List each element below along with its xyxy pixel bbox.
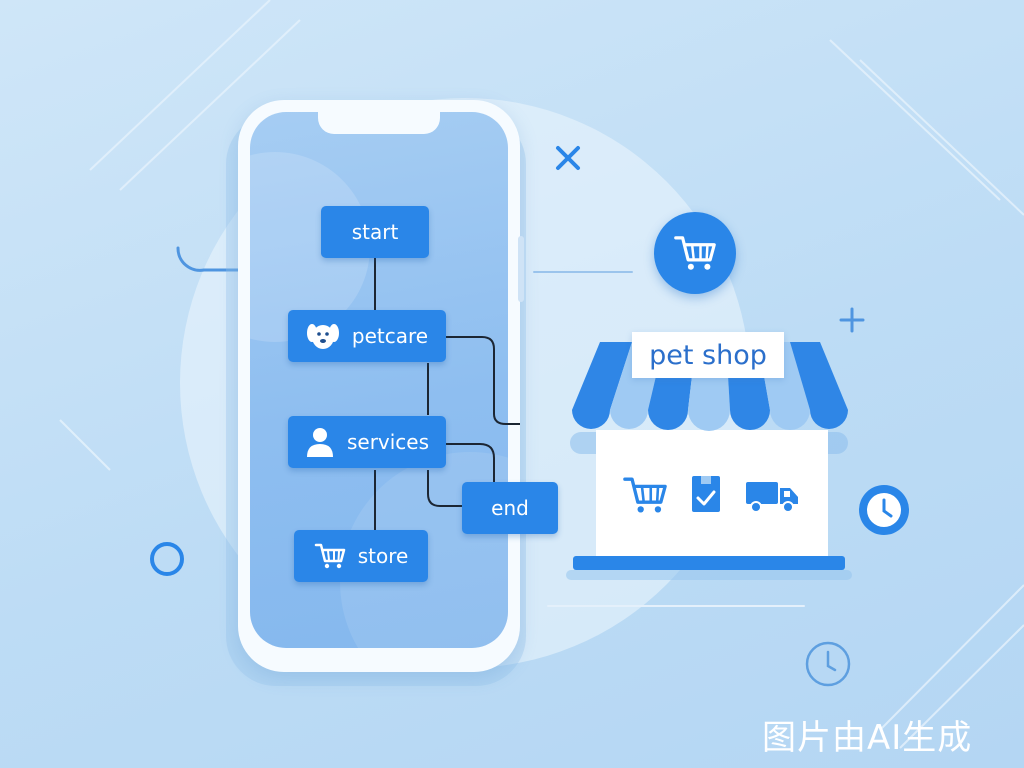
shop-base-shadow xyxy=(566,570,852,580)
clock-icon xyxy=(859,485,909,535)
dog-icon xyxy=(306,324,339,349)
cart-badge-icon xyxy=(674,236,716,270)
node-store-label: store xyxy=(357,544,409,568)
edge-services-end xyxy=(446,443,495,484)
phone-side-button xyxy=(518,236,524,302)
edge-services-end-2 xyxy=(427,470,462,507)
cart-icon xyxy=(623,477,667,513)
plus-icon xyxy=(839,307,865,333)
cart-icon xyxy=(314,543,345,569)
node-store[interactable]: store xyxy=(294,530,428,582)
edge-petcare-end xyxy=(446,336,520,425)
node-petcare[interactable]: petcare xyxy=(288,310,446,362)
node-services[interactable]: services xyxy=(288,416,446,468)
node-start[interactable]: start xyxy=(321,206,429,258)
clock-outline-icon xyxy=(805,641,851,687)
cart-badge xyxy=(654,212,736,294)
node-end-label: end xyxy=(491,496,529,520)
package-check-icon xyxy=(692,476,720,512)
close-x-icon xyxy=(556,146,580,170)
node-services-label: services xyxy=(346,430,430,454)
phone-notch xyxy=(318,112,440,134)
node-start-label: start xyxy=(351,220,399,244)
node-petcare-label: petcare xyxy=(351,324,429,348)
delivery-truck-icon xyxy=(746,482,798,513)
ring-icon xyxy=(150,542,184,576)
shop-sign-label: pet shop xyxy=(649,339,767,371)
node-end[interactable]: end xyxy=(462,482,558,534)
shop-base xyxy=(573,556,845,570)
user-icon xyxy=(306,428,333,457)
shop-sign: pet shop xyxy=(632,332,784,378)
ai-watermark: 图片由AI生成 xyxy=(762,718,973,758)
